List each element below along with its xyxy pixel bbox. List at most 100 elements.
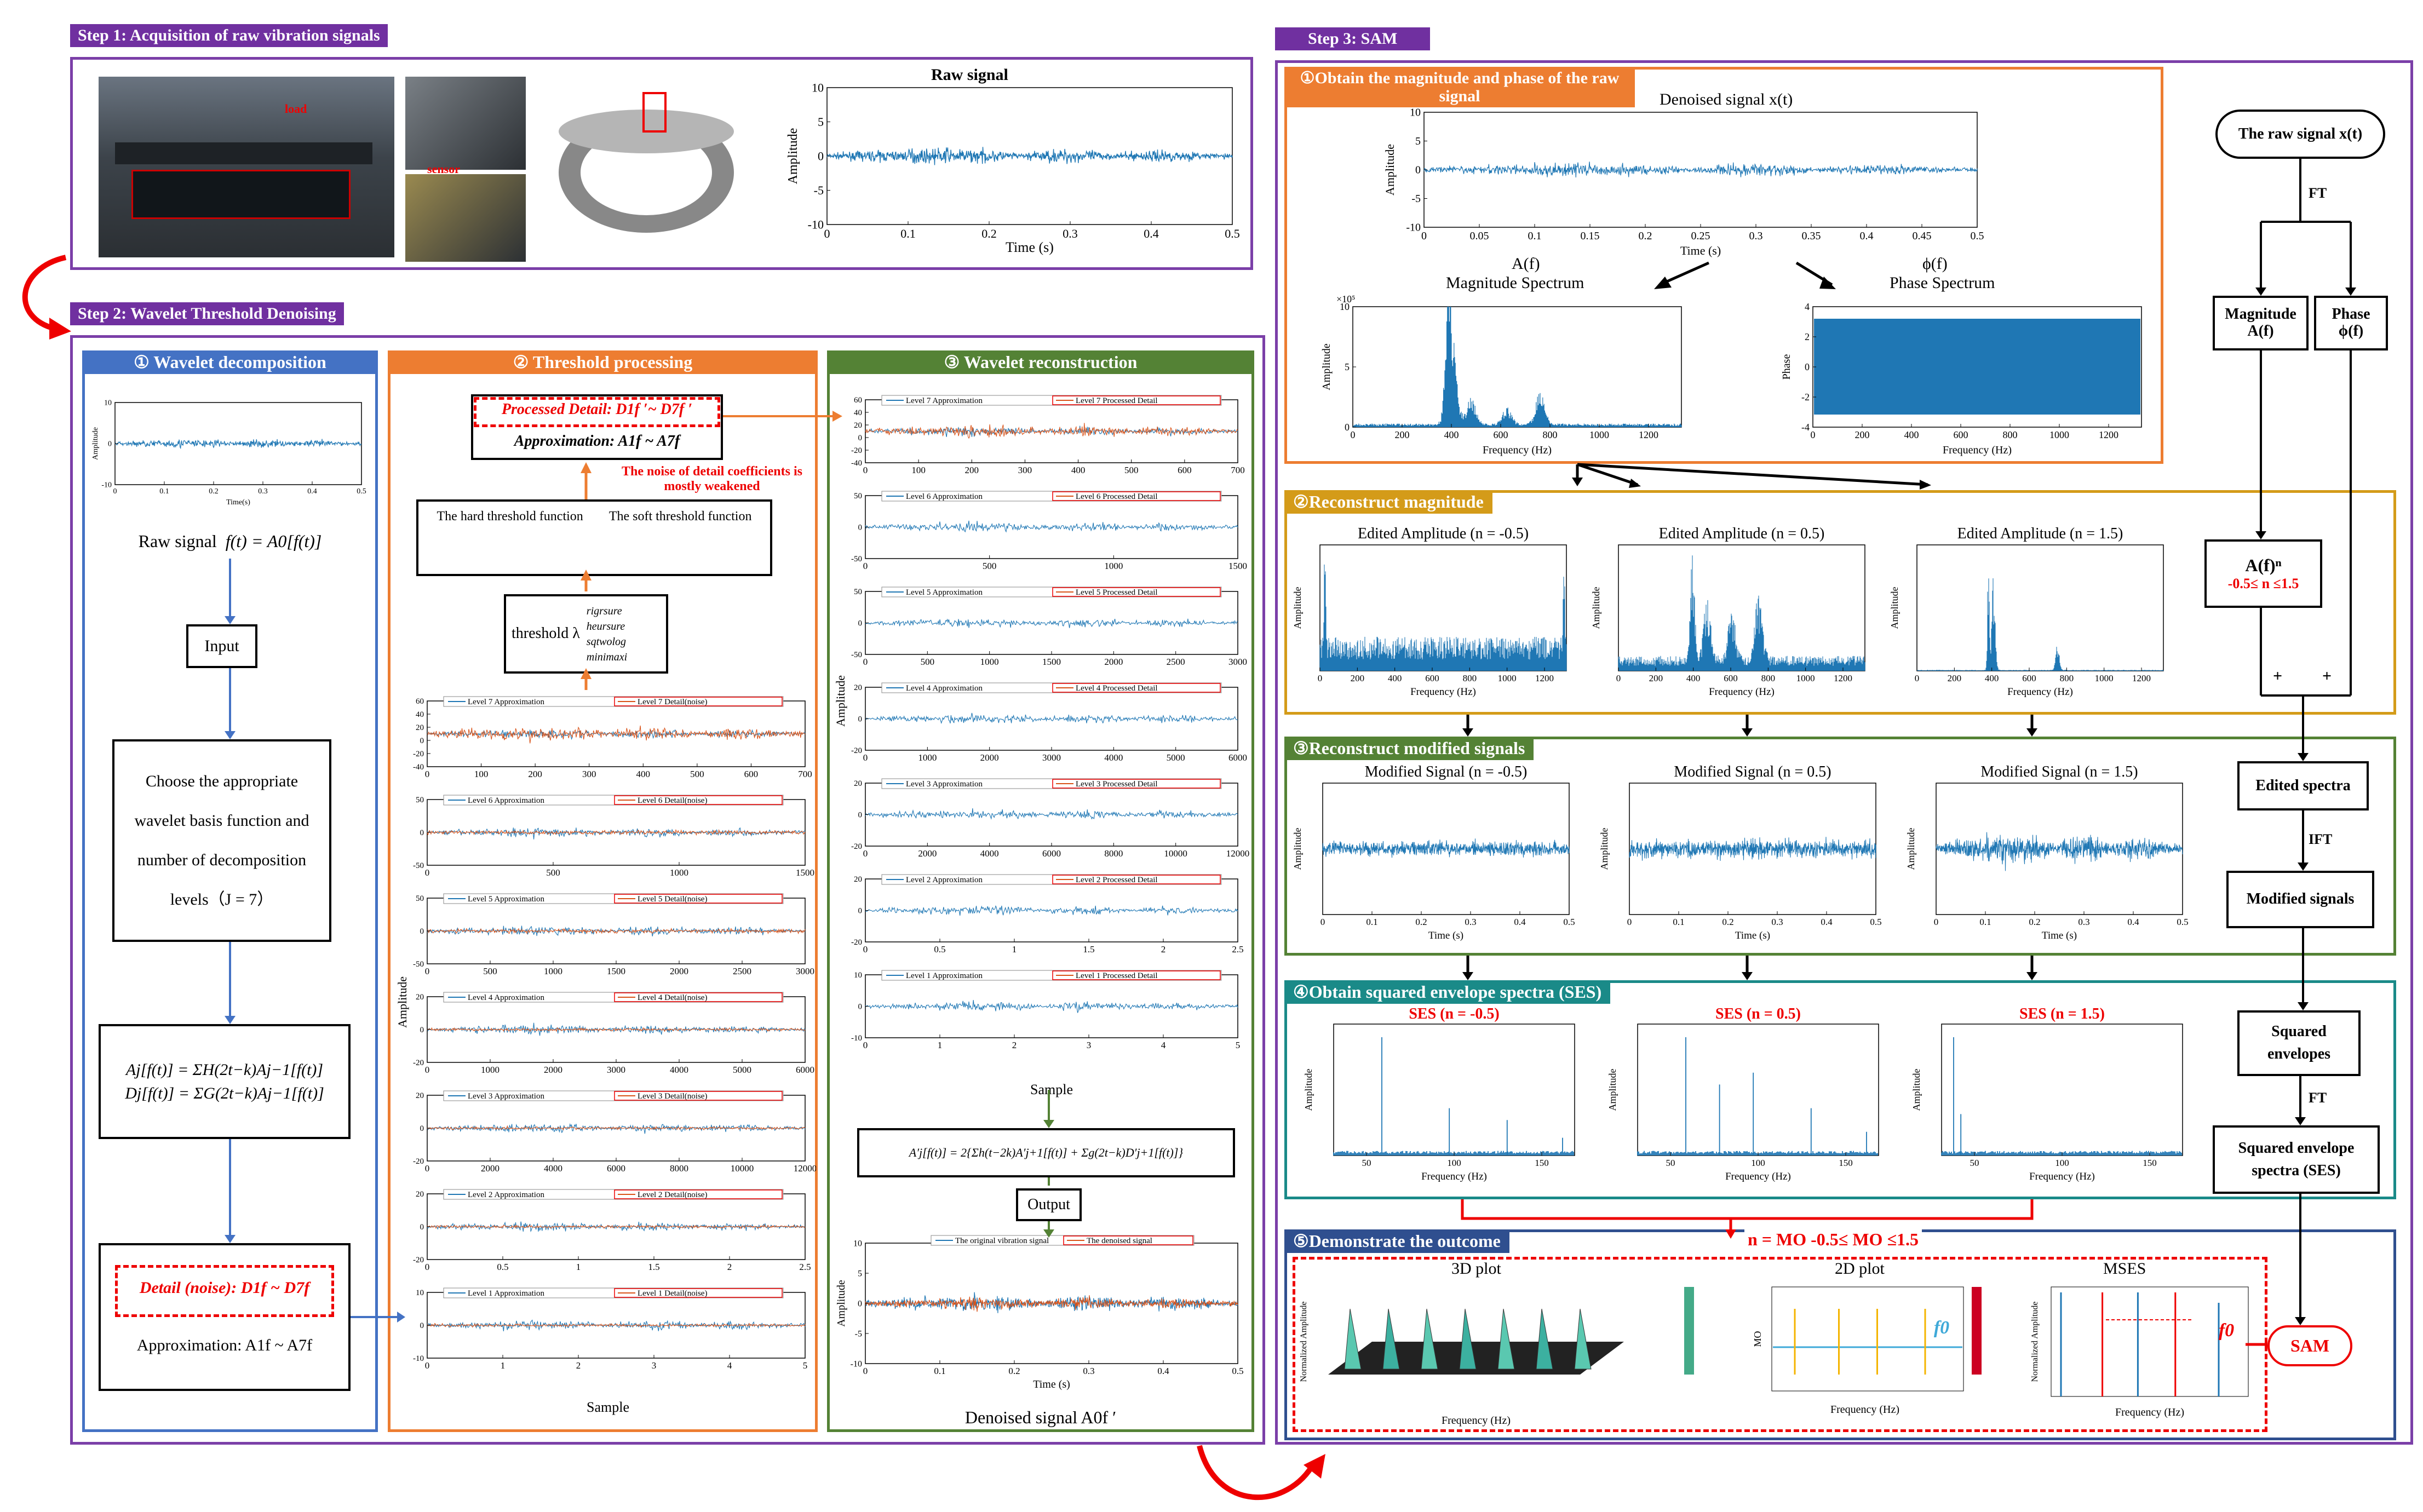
x-tick-label: 0 (863, 1040, 868, 1050)
y-tick-label: 0 (858, 811, 863, 820)
detail-noise-label: Detail (noise): D1f ~ D7f (139, 1279, 310, 1297)
x-tick-label: 0 (863, 848, 868, 859)
plot-frame (1618, 544, 1865, 671)
thr-legend-box (443, 1287, 784, 1298)
x-tick-label: 100 (911, 465, 926, 475)
x-tick-label: 800 (2060, 673, 2074, 683)
thr-legend-d-frame (614, 1091, 783, 1101)
phi-f-label: ϕ(f) (1922, 255, 1948, 273)
y-tick-label: -10 (413, 1354, 424, 1363)
x-tick-label: 1200 (1834, 673, 1852, 683)
plus-left: + (2273, 667, 2283, 685)
x-tick-label: 3000 (796, 966, 814, 976)
thr-legend-a-text: Level 3 Approximation (468, 1092, 544, 1101)
plot-frame (1637, 1024, 1879, 1156)
thr-legend-a-text: Level 4 Approximation (468, 993, 544, 1002)
x-tick-label: 1000 (1796, 673, 1815, 683)
x-tick-label: 0.1 (1673, 917, 1684, 927)
x-tick-label: 1200 (1639, 429, 1658, 440)
x-tick-label: 1 (938, 1040, 943, 1050)
x-axis-label: Frequency (Hz) (1943, 444, 2012, 456)
x-tick-label: 3 (652, 1360, 657, 1371)
x-tick-label: 2 (727, 1262, 732, 1272)
processed-detail-label: Processed Detail: D1f ′~ D7f ′ (501, 401, 693, 418)
y-tick-label: 10 (1340, 301, 1350, 312)
x-tick-label: 200 (528, 769, 542, 779)
x-tick-label: 50 (1666, 1158, 1675, 1168)
surface-peak (1382, 1308, 1400, 1370)
s4-title: ④Obtain squared envelope spectra (SES) (1284, 980, 1611, 1004)
x-tick-label: 0 (425, 966, 430, 976)
processed-detail-line (865, 423, 1238, 439)
x-tick-label: 0 (1915, 673, 1920, 683)
thr-legend-a-text: Level 2 Approximation (468, 1191, 544, 1199)
x-tick-label: 2.5 (1232, 944, 1243, 955)
s5-title: ⑤Demonstrate the outcome (1284, 1229, 1509, 1254)
output-box: Output (1016, 1188, 1082, 1221)
x-tick-label: 400 (1985, 673, 1999, 683)
den-legend-d-frame (1063, 1235, 1193, 1245)
detail-noise-line (427, 1323, 806, 1328)
x-tick-label: 0.2 (2029, 917, 2040, 927)
y-tick-label: 20 (854, 683, 862, 692)
thr-legend-d-text: Level 7 Detail(noise) (638, 698, 707, 706)
curved-arrow-1 (22, 255, 71, 340)
x-tick-label: 400 (636, 769, 651, 779)
y-tick-label: -20 (851, 938, 862, 947)
thr-legend-box (443, 696, 784, 707)
plus-right: + (2322, 667, 2332, 685)
thr-legend-a-text: Level 1 Approximation (468, 1289, 544, 1298)
x-axis-label: Frequency (Hz) (1442, 1415, 1511, 1427)
surface-peak (1459, 1308, 1477, 1370)
ft-label: FT (2309, 185, 2327, 201)
x-tick-label: 1.5 (1083, 944, 1094, 955)
x-tick-label: 0.3 (1465, 917, 1476, 927)
y-tick-label: -5 (855, 1329, 862, 1338)
f0-label-2d: f0 (1934, 1318, 1949, 1338)
x-tick-label: 600 (1494, 429, 1508, 440)
thr-legend-d-frame (614, 1288, 783, 1298)
x-tick-label: 2000 (1104, 657, 1123, 667)
rec-legend-d-text: Level 2 Processed Detail (1076, 876, 1158, 884)
x-tick-label: 0.1 (1366, 917, 1377, 927)
plot-frame (865, 591, 1238, 655)
x-tick-label: 500 (546, 867, 560, 878)
denoised-x-line (1423, 162, 1978, 178)
x-tick-label: 300 (1018, 465, 1032, 475)
x-axis-label: Frequency (Hz) (1830, 1404, 1899, 1416)
y-tick-label: 50 (854, 588, 862, 596)
x-tick-label: 200 (1855, 429, 1870, 440)
s1-title: ①Obtain the magnitude and phase of the r… (1284, 67, 1635, 107)
x-tick-label: 50 (1362, 1158, 1371, 1168)
x-tick-label: 3 (1087, 1040, 1092, 1050)
thr-legend-d-text: Level 1 Detail(noise) (638, 1289, 707, 1298)
s3-panel (1284, 737, 2396, 956)
x-tick-label: 1000 (670, 867, 688, 878)
y-axis-label: Amplitude (395, 976, 409, 1028)
x-tick-label: 1 (1012, 944, 1017, 955)
plot-3d-title: 3D plot (1451, 1260, 1501, 1278)
y-tick-label: 60 (854, 396, 862, 405)
rec-legend-a-text: Level 7 Approximation (906, 396, 983, 405)
y-tick-label: 0 (858, 1003, 863, 1011)
x-tick-label: 5 (803, 1360, 808, 1371)
x-tick-label: 6000 (1228, 752, 1247, 763)
x-tick-label: 0 (863, 1366, 868, 1376)
x-tick-label: 0.5 (1971, 230, 1984, 242)
x-tick-label: 0.4 (1144, 227, 1159, 240)
thr-legend-d-text: Level 2 Detail(noise) (638, 1191, 707, 1199)
plot-2d-title: 2D plot (1835, 1260, 1885, 1278)
rec-legend-box (881, 395, 1222, 406)
x-tick-label: 800 (1543, 429, 1558, 440)
rec-legend-d-text: Level 3 Processed Detail (1076, 780, 1158, 789)
y-tick-label: 10 (416, 1289, 424, 1297)
x-axis-label: Frequency (Hz) (1709, 686, 1775, 698)
soft-threshold-label: The soft threshold function (608, 509, 752, 524)
y-axis-label: Amplitude (1303, 1068, 1314, 1111)
decomp-title: ① Wavelet decomposition (82, 350, 378, 375)
x-tick-label: 6000 (1042, 848, 1061, 859)
x-tick-label: 0.3 (258, 487, 268, 496)
rec-legend-d-text: Level 5 Processed Detail (1076, 588, 1158, 597)
